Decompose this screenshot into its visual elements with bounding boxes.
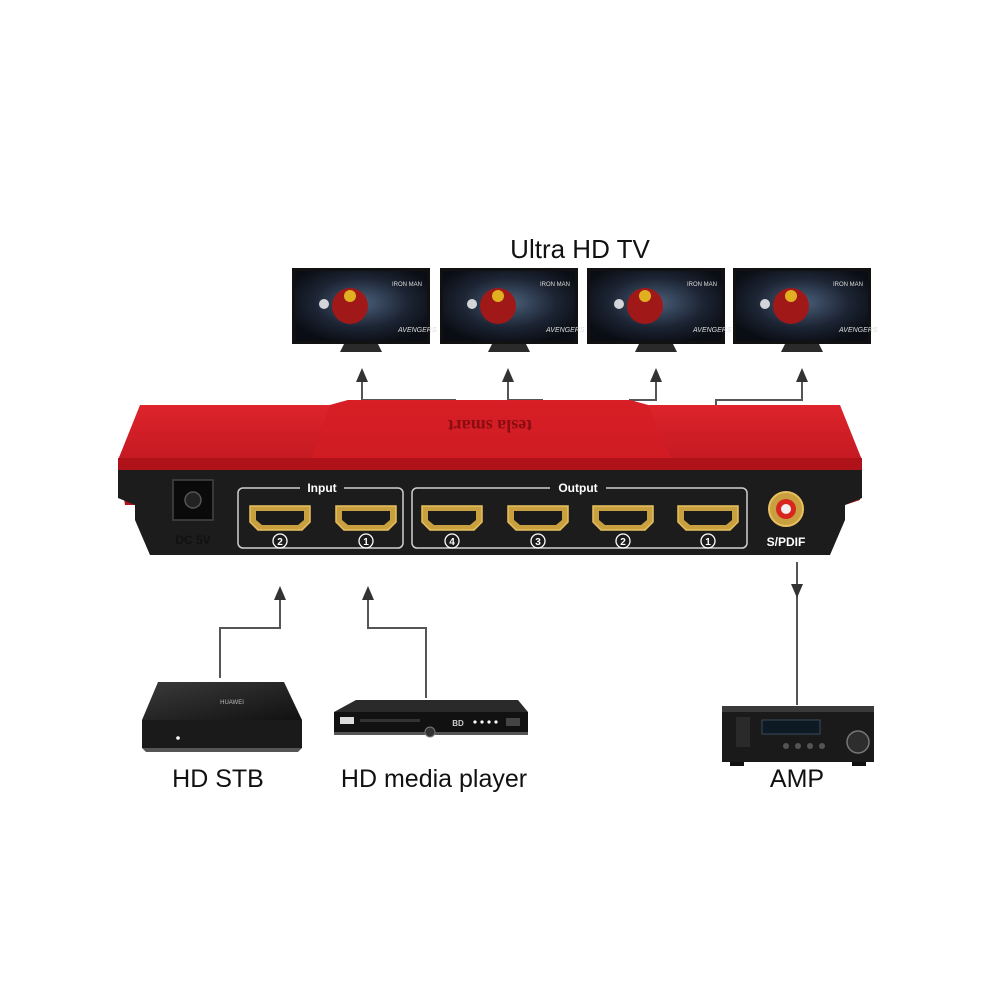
hdmi-output-port-2 xyxy=(592,505,654,531)
tv-1: IRON MAN AVENGERS xyxy=(733,268,878,352)
tv-stand xyxy=(340,344,382,352)
arrow-up-icon xyxy=(650,368,662,382)
hdmi-output-port-1 xyxy=(677,505,739,531)
ironman-figure xyxy=(332,288,368,324)
tv-screen-brand: AVENGERS xyxy=(397,327,437,334)
player-knob-icon xyxy=(424,726,436,738)
arrow-up-icon xyxy=(356,368,368,382)
volume-knob-icon xyxy=(846,730,870,754)
tv-4: IRON MAN AVENGERS xyxy=(292,268,437,352)
player-logo: BD xyxy=(452,719,464,728)
arrow-up-icon xyxy=(362,586,374,600)
port-number-badge xyxy=(615,533,631,549)
source-label-player: HD media player xyxy=(341,765,527,793)
tv-screen-title: IRON MAN xyxy=(540,282,570,288)
amplifier xyxy=(722,706,874,766)
output-port-number: 3 xyxy=(535,537,541,548)
hdmi-input-port-2 xyxy=(249,505,311,531)
tv-3: IRON MAN AVENGERS xyxy=(440,268,585,352)
port-number-badge xyxy=(358,533,374,549)
hd-media-player: BD xyxy=(334,700,528,738)
tv-screen-brand: AVENGERS xyxy=(545,327,585,334)
source-label-stb: HD STB xyxy=(172,765,264,793)
tv-group-label: Ultra HD TV xyxy=(510,234,650,264)
hdmi-input-port-1 xyxy=(335,505,397,531)
tv-screen-title: IRON MAN xyxy=(687,282,717,288)
input-port-number: 2 xyxy=(277,537,283,548)
tv-2: IRON MAN AVENGERS xyxy=(587,268,732,352)
amp-label: AMP xyxy=(770,765,824,793)
hd-stb: HUAWEI xyxy=(142,682,302,752)
port-number-badge xyxy=(272,533,288,549)
input-port-number: 1 xyxy=(363,537,369,548)
tv-screen-title: IRON MAN xyxy=(833,282,863,288)
port-number-badge xyxy=(530,533,546,549)
hdmi-output-port-4 xyxy=(421,505,483,531)
device-brand: tesla smart xyxy=(448,416,532,436)
spdif-label: S/PDIF xyxy=(767,535,806,549)
output-port-number: 2 xyxy=(620,537,626,548)
player-logo-badge xyxy=(340,717,354,724)
input-label: Input xyxy=(307,481,336,495)
input-connectors xyxy=(219,562,803,705)
output-port-number: 4 xyxy=(449,537,455,548)
tv-screen-brand: AVENGERS xyxy=(692,327,732,334)
dc-label: DC 5V xyxy=(175,533,210,547)
arrow-up-icon xyxy=(502,368,514,382)
stb-led-icon xyxy=(176,736,180,740)
output-port-number: 1 xyxy=(705,537,711,548)
spdif-jack xyxy=(768,491,804,527)
tv-screen-title: IRON MAN xyxy=(392,282,422,288)
output-label: Output xyxy=(558,481,597,495)
port-number-badge xyxy=(700,533,716,549)
arrow-up-icon xyxy=(796,368,808,382)
device-back-panel xyxy=(118,458,862,555)
hdmi-output-port-3 xyxy=(507,505,569,531)
port-number-badge xyxy=(444,533,460,549)
arrow-down-icon xyxy=(791,584,803,598)
hdmi-matrix-device: tesla smart DC 5V Input 2 1 Output xyxy=(118,400,862,555)
tv-screen-brand: AVENGERS xyxy=(838,327,878,334)
arrow-up-icon xyxy=(274,586,286,600)
stb-logo: HUAWEI xyxy=(220,700,244,706)
